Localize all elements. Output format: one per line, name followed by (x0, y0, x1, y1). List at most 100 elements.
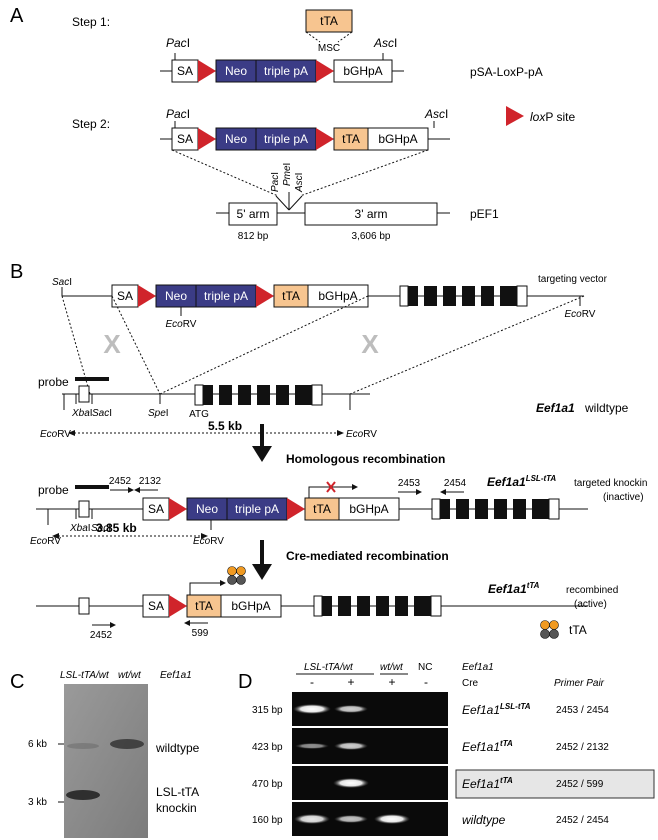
band-315-lane1 (293, 704, 331, 714)
block-x-stroke-b (326, 481, 336, 493)
exon-rec-4 (376, 596, 389, 616)
asci-label-2: AscI (424, 107, 448, 121)
tetramer-dot-3 (227, 575, 237, 585)
targeted-knockin-label: targeted knockin (574, 478, 647, 489)
exon-rec-0 (313, 595, 323, 617)
tetramer-dot-1 (227, 566, 237, 576)
sa-label-rec: SA (148, 599, 164, 613)
sa-label-ki: SA (148, 502, 164, 516)
probe-label-ki: probe (38, 483, 69, 497)
primer-2454-label: 2454 (444, 478, 467, 489)
tta-label-ki: tTA (313, 502, 331, 516)
exon-tv-5 (481, 286, 494, 306)
sa-label-1: SA (177, 64, 193, 78)
pef1-cut-right (288, 195, 303, 211)
bghpa-label-tv: bGHpA (318, 289, 357, 303)
primer-2452-ki-head (128, 487, 134, 493)
ecorv-label-tv2: EcoRV (565, 309, 596, 320)
primer-2453-head (416, 489, 422, 495)
loxp-triangle-b1 (138, 285, 156, 307)
ki-fragment-size: 3.85 kb (96, 521, 137, 535)
loxp-triangle-a4 (316, 128, 334, 150)
primer-2452-rec-head (110, 622, 116, 628)
tta-legend-icon (540, 620, 559, 639)
inactive-label: (inactive) (603, 492, 644, 503)
loxp-triangle-b2 (256, 285, 274, 307)
crossover-x-left: X (103, 329, 121, 359)
arm5-box (228, 202, 278, 226)
size-315: 315 bp (252, 705, 283, 716)
exon-tv-8 (516, 285, 528, 307)
exon-wt-7 (308, 385, 312, 405)
eef1a1-wt-gene: Eef1a1 (536, 401, 575, 415)
crossover-x-right: X (361, 329, 379, 359)
panel-a-label: A (10, 5, 24, 27)
lane1-label: LSL-tTA/wt (60, 670, 110, 681)
sa-label-2: SA (177, 132, 193, 146)
exon-wt-8 (311, 384, 323, 406)
ki-fragment-arrow-left (52, 533, 59, 539)
neo-label-tv: Neo (165, 289, 187, 303)
exon-ki-0 (431, 498, 441, 520)
band-160-lane1 (294, 814, 330, 824)
arm5-label: 5' arm (237, 207, 270, 221)
cre-sign-lane3: + (388, 675, 395, 689)
atg-label: ATG (189, 409, 209, 420)
panel-d-label: D (238, 671, 252, 693)
southern-blot (64, 684, 148, 838)
band-knockin-label-2: knockin (156, 801, 197, 815)
exon-wt-3 (238, 385, 251, 405)
ecorv-label-wt2: EcoRV (346, 429, 377, 440)
exon-wt-4 (257, 385, 270, 405)
tta-insert-label: tTA (320, 14, 338, 28)
band-160-lane3 (374, 814, 410, 824)
pef1-cut-left (275, 195, 290, 211)
exon-wt-2 (219, 385, 232, 405)
paci-label-1: PacI (166, 36, 190, 50)
primer-2453-label: 2453 (398, 478, 421, 489)
row-gene-315: Eef1a1LSL-tTA (462, 702, 531, 717)
step2-label: Step 2: (72, 117, 110, 131)
pair-160: 2452 / 2454 (556, 815, 609, 826)
primer-2452-rec: 2452 (90, 622, 116, 641)
promoter-arrow-active-head (220, 580, 226, 586)
group2-label: wt/wt (380, 662, 404, 673)
exon1-wt (78, 385, 90, 403)
primer-pair-header: Primer Pair (554, 678, 605, 689)
ecorv-label-ki2: EcoRV (193, 536, 224, 547)
promoter-arrow-blocked (308, 486, 352, 498)
exons-rec (313, 595, 442, 617)
exon1-ki (78, 500, 90, 518)
loxp-triangle-b5 (169, 595, 187, 617)
bghpa-box-rec (220, 594, 282, 618)
exon-tv-2 (424, 286, 437, 306)
bghpa-box-1 (333, 59, 393, 83)
arm3-label: 3' arm (355, 207, 388, 221)
exon-tv-6 (500, 286, 513, 306)
exon-rec-7 (427, 596, 431, 616)
group1-label: LSL-tTA/wt (304, 662, 354, 673)
exon-tv-0 (399, 285, 409, 307)
tetramer-dot-2 (236, 566, 246, 576)
arm3-length: 3,606 bp (352, 231, 391, 242)
loxp-triangle-b4 (287, 498, 305, 520)
bghpa-label-2: bGHpA (378, 132, 417, 146)
panel-b-label: B (10, 261, 23, 283)
exon-wt-5 (276, 385, 289, 405)
msc-label: MSC (318, 43, 340, 54)
bghpa-label-rec: bGHpA (231, 599, 270, 613)
dotted-right-to-pef1 (299, 149, 429, 197)
exon1-rec (78, 597, 90, 615)
legend-dot-2 (549, 620, 559, 630)
exons-tv (399, 285, 528, 307)
probe-label-wt: probe (38, 375, 69, 389)
primer-599: 599 (184, 620, 209, 639)
row-gene-160: wildtype (462, 813, 506, 827)
band-315-lane2 (334, 705, 368, 713)
eef1a1-lsl-gene: Eef1a1LSL-tTA (487, 474, 556, 489)
exon-ki-6 (532, 499, 545, 519)
msc-dotted-left (305, 31, 321, 43)
exon-tv-4 (462, 286, 475, 306)
triple-pa-label-tv: triple pA (204, 289, 248, 303)
